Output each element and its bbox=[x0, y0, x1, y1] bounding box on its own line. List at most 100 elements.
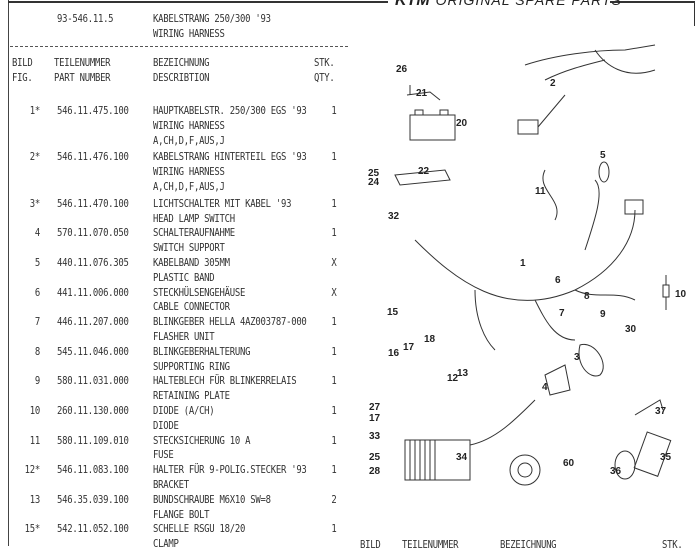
quantity: 1 bbox=[331, 405, 337, 417]
callout-1: 1 bbox=[520, 258, 526, 269]
fig-number: 1* bbox=[29, 105, 40, 117]
callout-6: 6 bbox=[555, 275, 561, 286]
callout-27: 27 bbox=[369, 402, 381, 413]
callout-8: 8 bbox=[584, 291, 590, 302]
header-fig-de: BILD bbox=[12, 57, 33, 69]
description-line: WIRING HARNESS bbox=[153, 166, 225, 179]
callout-60: 60 bbox=[563, 458, 575, 469]
description-line: A,CH,D,F,AUS,J bbox=[153, 180, 225, 193]
quantity: 1 bbox=[331, 105, 337, 117]
exploded-diagram bbox=[394, 44, 672, 486]
fig-number: 3* bbox=[29, 197, 40, 210]
callout-22: 22 bbox=[418, 166, 430, 177]
main-harness-drawing bbox=[414, 169, 644, 351]
callout-17: 17 bbox=[403, 342, 415, 353]
callout-9: 9 bbox=[600, 309, 606, 320]
ktm-logo: KTM bbox=[395, 0, 430, 9]
fig-number: 5 bbox=[34, 257, 40, 269]
footer-part: TEILENUMMER bbox=[402, 539, 459, 551]
callout-24: 24 bbox=[368, 177, 380, 188]
quantity: X bbox=[331, 286, 337, 299]
fig-number: 10 bbox=[29, 405, 40, 417]
part-number: 580.11.031.000 bbox=[57, 375, 129, 388]
fig-number: 4 bbox=[34, 227, 40, 240]
description-line: A,CH,D,F,AUS,J bbox=[153, 134, 225, 147]
header-fig-en: FIG. bbox=[12, 72, 33, 84]
description-de: BUNDSCHRAUBE M6X10 SW=8 bbox=[153, 493, 271, 506]
callout-20: 20 bbox=[456, 118, 468, 129]
description-line: SUPPORTING RING bbox=[153, 360, 230, 373]
page-border bbox=[8, 0, 9, 546]
description-de: KABELSTRANG HINTERTEIL EGS '93 bbox=[153, 151, 307, 164]
description-de: SCHALTERAUFNAHME bbox=[153, 227, 235, 240]
brand-tagline: ORIGINAL SPARE PARTS bbox=[435, 0, 622, 8]
ring-drawing bbox=[598, 161, 610, 183]
description-de: HALTER FÜR 9-POLIG.STECKER '93 bbox=[153, 464, 307, 477]
fig-number: 7 bbox=[34, 316, 40, 329]
callout-36: 36 bbox=[610, 466, 622, 477]
dashed-divider bbox=[10, 46, 348, 47]
callout-3: 3 bbox=[574, 352, 580, 363]
callout-2: 2 bbox=[550, 78, 556, 89]
part-number: 580.11.109.010 bbox=[57, 434, 129, 447]
part-number: 570.11.070.050 bbox=[57, 227, 129, 240]
description-de: HALTEBLECH FÜR BLINKERRELAIS bbox=[153, 375, 297, 388]
callout-30: 30 bbox=[625, 324, 637, 335]
callout-4: 4 bbox=[542, 382, 548, 393]
quantity: 1 bbox=[331, 151, 337, 164]
description-line: CABLE CONNECTOR bbox=[153, 301, 230, 314]
group-title-en: WIRING HARNESS bbox=[153, 28, 225, 40]
description-de: HAUPTKABELSTR. 250/300 EGS '93 bbox=[153, 105, 307, 117]
fig-number: 9 bbox=[34, 375, 40, 388]
part-number: 440.11.076.305 bbox=[57, 257, 129, 269]
capacitor-drawing bbox=[614, 399, 672, 480]
description-line: RETAINING PLATE bbox=[153, 390, 230, 403]
quantity: 1 bbox=[331, 227, 337, 240]
description-line: DIODE bbox=[153, 419, 179, 432]
fig-number: 6 bbox=[34, 286, 40, 299]
fig-number: 11 bbox=[29, 434, 40, 447]
header-qty-en: QTY. bbox=[314, 72, 335, 84]
group-number: 93-546.11.5 bbox=[57, 13, 114, 25]
switch-drawing bbox=[544, 343, 604, 396]
callout-28: 28 bbox=[369, 466, 381, 477]
part-number: 546.11.476.100 bbox=[57, 151, 129, 164]
callout-10: 10 bbox=[675, 289, 687, 300]
callout-11: 11 bbox=[535, 186, 546, 197]
callout-7: 7 bbox=[559, 308, 565, 319]
header-part-en: PART NUMBER bbox=[54, 72, 111, 84]
top-rule-right bbox=[610, 1, 695, 3]
description-line: FUSE bbox=[153, 449, 174, 462]
part-number: 446.11.207.000 bbox=[57, 316, 129, 329]
callout-25: 25 bbox=[368, 168, 380, 179]
callout-18: 18 bbox=[424, 334, 436, 345]
part-number: 542.11.052.100 bbox=[57, 523, 129, 536]
callout-25: 25 bbox=[369, 452, 381, 463]
fig-number: 15* bbox=[24, 523, 41, 536]
description-line: FLASHER UNIT bbox=[153, 330, 215, 343]
callout-21: 21 bbox=[416, 88, 428, 99]
footer-qty: STK. bbox=[662, 539, 683, 551]
quantity: 1 bbox=[331, 523, 337, 536]
quantity: 1 bbox=[331, 345, 337, 358]
fig-number: 2* bbox=[29, 151, 40, 164]
quantity: X bbox=[331, 257, 337, 269]
description-de: SCHELLE RSGU 18/20 bbox=[153, 523, 246, 536]
quantity: 1 bbox=[331, 197, 337, 210]
footer-desc: BEZEICHNUNG bbox=[500, 539, 557, 551]
description-de: STECKSICHERUNG 10 A bbox=[153, 434, 251, 447]
description-line: BRACKET bbox=[153, 478, 189, 491]
callout-35: 35 bbox=[660, 452, 672, 463]
right-border bbox=[694, 1, 695, 26]
part-number: 545.11.046.000 bbox=[57, 345, 129, 358]
description-de: BLINKGEBERHALTERUNG bbox=[153, 345, 251, 358]
quantity: 1 bbox=[331, 316, 337, 329]
top-rule bbox=[8, 1, 388, 3]
fig-number: 12* bbox=[24, 464, 41, 477]
group-title-de: KABELSTRANG 250/300 '93 bbox=[153, 13, 271, 25]
fig-number: 13 bbox=[29, 493, 40, 506]
callout-12: 12 bbox=[447, 373, 459, 384]
part-number: 546.11.470.100 bbox=[57, 197, 129, 210]
part-number: 546.11.083.100 bbox=[57, 464, 129, 477]
description-line: SWITCH SUPPORT bbox=[153, 242, 225, 255]
